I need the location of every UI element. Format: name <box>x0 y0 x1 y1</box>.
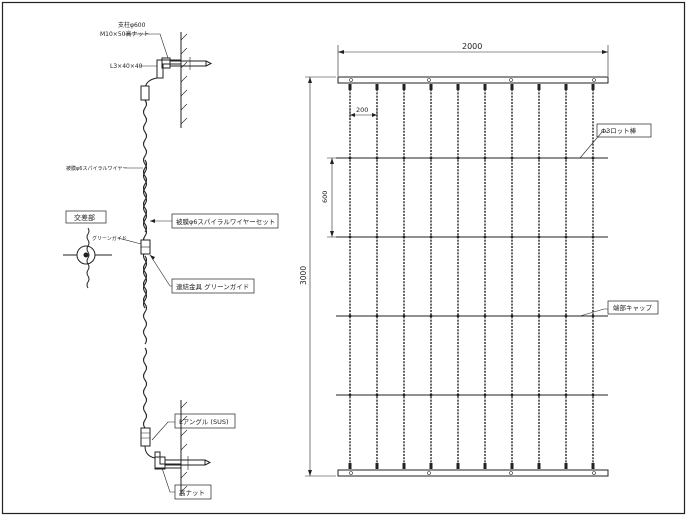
endcap-label: 端部キャップ <box>613 303 653 312</box>
top-bolt <box>169 60 207 67</box>
leader-endcap <box>579 308 608 317</box>
front-view-labels: 2000 200 600 3000 Φ3ロット棒 端部キャップ <box>299 42 653 312</box>
intersection-guides <box>348 156 595 397</box>
spiral-wire-lower <box>142 255 148 345</box>
vertical-wires <box>349 86 594 468</box>
bottom-wire-cap <box>140 427 151 447</box>
leader-angle-bottom <box>151 421 175 441</box>
bottom-bolt-tip <box>204 459 212 466</box>
angle-bottom-label: Lアングル (SUS) <box>179 417 229 426</box>
angle-bottom-label-box <box>174 413 236 429</box>
wire-small-label: 被膜φ6スパイラルワイヤー <box>66 165 127 172</box>
spiral-wire-upper <box>142 99 148 309</box>
top-rail <box>337 76 609 84</box>
connector-label: 連結金具 グリーンガイド <box>176 282 249 291</box>
angle-top-label: L3×40×40 <box>110 63 143 70</box>
dim-width <box>337 45 609 76</box>
top-angle-bracket <box>156 59 182 79</box>
green-guide-small-label: グリーンガイド <box>92 235 127 242</box>
nut-label-box <box>174 484 212 500</box>
spiral-wire-mid-short <box>142 159 148 233</box>
vertical-spacing-dim-label: 600 <box>321 191 329 203</box>
spacing-dim-label: 200 <box>356 106 368 114</box>
top-wire-cap <box>140 85 150 101</box>
wire-set-label-box <box>171 213 279 229</box>
pillar-bottom-hatch <box>180 401 188 493</box>
leader-green-guide-small <box>117 237 142 245</box>
leader-connector <box>149 254 172 287</box>
cross-vertical-wire <box>86 227 90 289</box>
horizontal-rods <box>336 157 608 396</box>
dim-vertical-spacing <box>327 157 346 238</box>
height-dim-label: 3000 <box>299 266 308 285</box>
bottom-rail <box>337 469 609 477</box>
endcap-label-box <box>607 300 659 315</box>
wire-set-label: 被膜φ6スパイラルワイヤーセット <box>176 217 275 226</box>
leader-nut <box>161 467 175 493</box>
rod-label: Φ3ロット棒 <box>601 126 637 135</box>
rail-holes <box>349 78 596 475</box>
side-detail-labels: 支柱φ600 M10×50高ナット L3×40×40 被膜φ6スパイラルワイヤー… <box>66 21 275 497</box>
cross-section-title: 交差部 <box>74 213 95 222</box>
rod-label-box <box>596 123 652 138</box>
leader-top-note <box>124 33 169 59</box>
pillar-top-hatch <box>180 33 188 125</box>
bottom-bolt <box>164 459 206 466</box>
width-dim-label: 2000 <box>462 42 482 51</box>
dim-spacing <box>349 108 378 120</box>
leader-rod <box>579 131 608 159</box>
top-bolt-tip <box>205 60 213 67</box>
front-view <box>305 45 659 477</box>
nut-label: 高ナット <box>179 488 205 497</box>
bottom-wire-hook <box>144 445 156 459</box>
top-anchor-note-line2: M10×50高ナット <box>100 30 149 38</box>
end-caps <box>348 84 595 469</box>
top-anchor-note-line1: 支柱φ600 <box>118 21 146 29</box>
connector-label-box <box>171 278 255 294</box>
side-detail <box>63 32 279 500</box>
cross-section-title-box <box>65 210 107 224</box>
dim-height <box>305 76 336 477</box>
